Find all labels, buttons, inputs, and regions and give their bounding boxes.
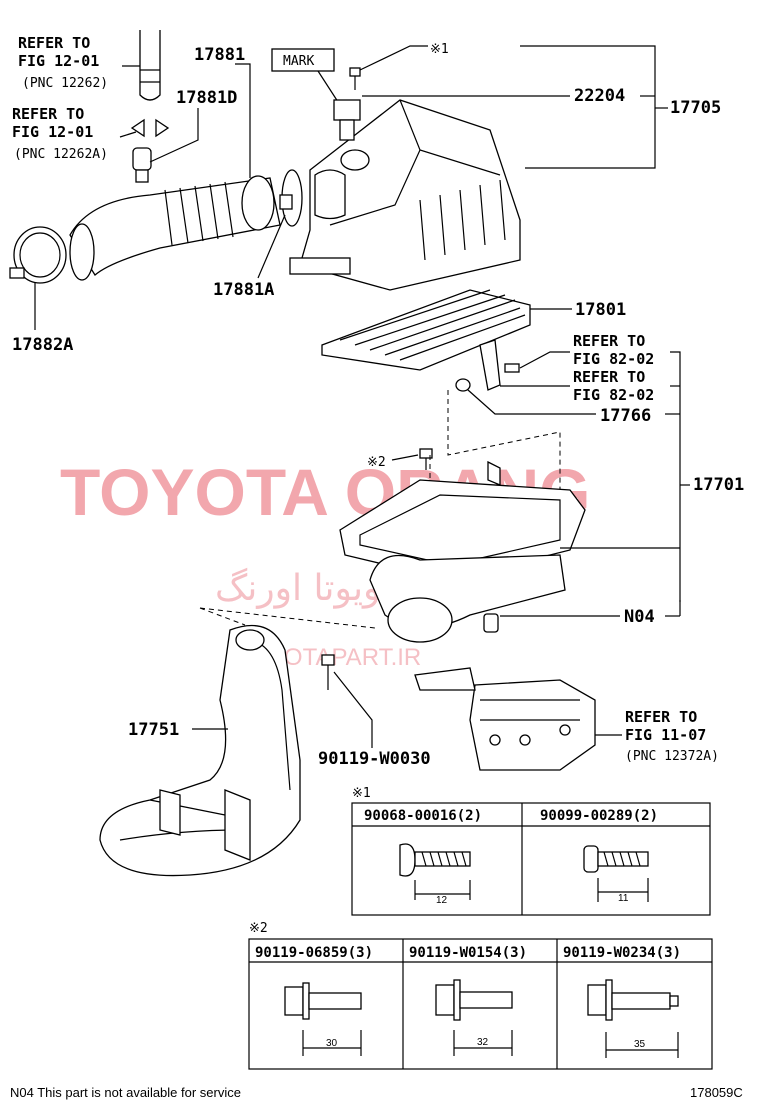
table1-header-1: 90099-00289(2) <box>540 808 658 824</box>
intake-duct-17751 <box>99 624 301 877</box>
bolt-note2 <box>419 448 433 470</box>
clip-icon <box>130 118 170 138</box>
table2-header-2: 90119-W0234(3) <box>563 945 681 961</box>
hose-clamp-17882a <box>9 226 67 284</box>
table2-dim-1: 32 <box>477 1037 489 1048</box>
screw-note1 <box>349 67 361 90</box>
svg-text:FIG 12-01: FIG 12-01 <box>18 52 99 70</box>
bolt-90119-06859-icon: 30 <box>284 982 362 1056</box>
screw-90068-icon: 12 <box>399 843 471 906</box>
watermark-persian: تویوتا اورنگ <box>215 567 392 609</box>
table2-dim-2: 35 <box>634 1039 646 1050</box>
air-cleaner-cap-17705 <box>289 99 521 291</box>
footer-code: 178059C <box>690 1085 743 1100</box>
label-17801: 17801 <box>575 300 626 320</box>
label-17705: 17705 <box>670 98 721 118</box>
svg-text:FIG 82-02: FIG 82-02 <box>573 386 654 404</box>
footer-note: N04 This part is not available for servi… <box>10 1085 241 1100</box>
svg-text:FIG 12-01: FIG 12-01 <box>12 123 93 141</box>
airflow-sensor-22204 <box>333 99 361 141</box>
label-note2-mid: ※2 <box>367 455 386 470</box>
label-17751: 17751 <box>128 720 179 740</box>
engine-mount-bracket <box>414 667 596 771</box>
svg-text:(PNC 12262): (PNC 12262) <box>22 76 108 91</box>
air-filter-17801 <box>321 289 531 371</box>
bolt-90119-w0154-icon: 32 <box>435 979 513 1056</box>
grommet-17766 <box>455 378 471 392</box>
mark-box <box>271 48 335 72</box>
table1-header-0: 90068-00016(2) <box>364 808 482 824</box>
table2-header-0: 90119-06859(3) <box>255 945 373 961</box>
table-note1: 90068-00016(2) 90099-00289(2) 12 11 <box>351 802 711 916</box>
svg-text:FIG 82-02: FIG 82-02 <box>573 350 654 368</box>
label-90119-w0030: 90119-W0030 <box>318 749 431 769</box>
table2-header-1: 90119-W0154(3) <box>409 945 527 961</box>
label-17701: 17701 <box>693 475 744 495</box>
label-note1-top: ※1 <box>430 42 449 57</box>
svg-text:FIG 11-07: FIG 11-07 <box>625 726 706 744</box>
bolt-90119-w0030 <box>321 654 335 690</box>
grommet-n04 <box>483 613 499 633</box>
svg-text:(PNC 12262A): (PNC 12262A) <box>14 147 108 162</box>
table1-dim-1: 11 <box>618 893 629 904</box>
label-17882a: 17882A <box>12 335 73 355</box>
label-17881d: 17881D <box>176 88 237 108</box>
label-n04: N04 <box>624 607 655 627</box>
refer-fig-82-02-b: REFER TO FIG 82-02 <box>573 368 654 404</box>
label-17881a: 17881A <box>213 280 274 300</box>
label-17766: 17766 <box>600 406 651 426</box>
table1-mark: ※1 <box>352 786 371 801</box>
intake-hose-17881 <box>69 175 281 281</box>
refer-fig-12-01-a: REFER TO FIG 12-01 (PNC 12262) <box>18 34 108 91</box>
bolt-90119-w0234-icon: 35 <box>587 979 679 1058</box>
svg-text:(PNC 12372A): (PNC 12372A) <box>625 749 719 764</box>
table1-dim-0: 12 <box>436 895 448 906</box>
label-17881: 17881 <box>194 45 245 65</box>
hose-clamp-17881a <box>279 169 303 227</box>
screw-90099-icon: 11 <box>583 845 649 904</box>
refer-fig-12-01-b: REFER TO FIG 12-01 (PNC 12262A) <box>12 105 108 162</box>
svg-text:REFER TO: REFER TO <box>573 368 645 386</box>
svg-text:REFER TO: REFER TO <box>18 34 90 52</box>
table2-dim-0: 30 <box>326 1038 338 1049</box>
svg-text:REFER TO: REFER TO <box>625 708 697 726</box>
svg-text:REFER TO: REFER TO <box>573 332 645 350</box>
table-note2: 90119-06859(3) 90119-W0154(3) 90119-W023… <box>248 938 713 1070</box>
air-cleaner-case-17701 <box>339 460 586 643</box>
refer-fig-82-02-a: REFER TO FIG 82-02 <box>573 332 654 368</box>
table2-mark: ※2 <box>249 921 268 936</box>
refer-fig-11-07: REFER TO FIG 11-07 (PNC 12372A) <box>625 708 719 764</box>
bracket-part <box>479 339 520 391</box>
fitting-17881d <box>132 147 152 183</box>
hose-pnc-12262 <box>139 30 161 101</box>
label-mark: MARK <box>283 54 314 69</box>
svg-text:REFER TO: REFER TO <box>12 105 84 123</box>
label-22204: 22204 <box>574 86 625 106</box>
